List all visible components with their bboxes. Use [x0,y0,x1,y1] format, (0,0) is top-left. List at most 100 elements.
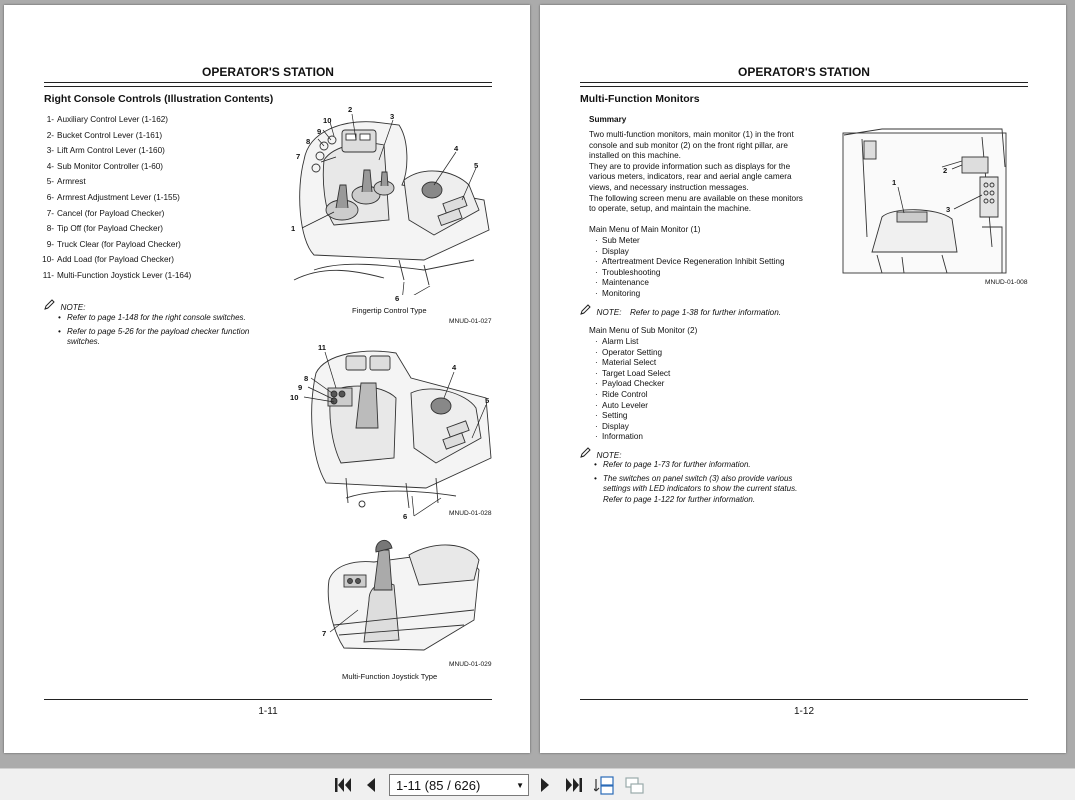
footer-rule [44,699,492,700]
callout-4: 4 [454,144,459,153]
note-block: NOTE: Refer to page 1-38 for further inf… [580,302,781,320]
item-label: Auxiliary Control Lever (1-162) [57,115,169,124]
menu-item: Display [590,247,785,258]
list-item: 8-Tip Off (for Payload Checker) [40,221,191,237]
next-page-icon [541,778,549,792]
summary-line: views, and necessary instruction message… [589,182,749,192]
single-view-icon [625,777,644,794]
menu-item: Display [590,422,670,433]
summary-line: The following screen menu are available … [589,193,803,203]
viewer-toolbar: 1-11 (85 / 626) ▼ [0,768,1075,800]
item-label: Armrest [57,177,86,187]
note-pencil-icon [580,445,592,463]
callout-3: 3 [946,205,950,214]
menu-item: Material Select [590,358,670,369]
callout-6: 6 [395,294,400,303]
page-number: 1-11 [258,706,278,717]
first-page-button[interactable] [332,774,354,796]
note-item: Refer to page 5-26 for the payload check… [58,327,258,348]
callout-5: 5 [485,396,490,405]
page-select[interactable]: 1-11 (85 / 626) ▼ [389,774,529,796]
continuous-view-icon [594,776,614,795]
list-item: 6-Armrest Adjustment Lever (1-155) [40,190,191,206]
item-label: Sub Monitor Controller (1-60) [57,161,164,171]
note-pencil-icon [580,302,592,320]
summary-line: to operate, setup, and maintain the mach… [589,204,752,214]
summary-line: various meters, indicators, rear and aer… [589,172,792,182]
menu-item: Sub Meter [590,236,785,247]
callout-11: 11 [318,343,327,352]
summary-line: console and sub monitor (2) on the front… [589,140,788,150]
callout-2: 2 [348,105,352,114]
item-number: 2- [46,130,54,140]
list-item: 1-Auxiliary Control Lever (1-162) [40,112,191,128]
previous-page-button[interactable] [360,774,382,796]
item-label: Tip Off (for Payload Checker) [57,224,164,234]
item-label: Add Load (for Payload Checker) [57,255,174,265]
list-item: 5-Armrest [40,174,191,190]
callout-9: 9 [298,383,302,392]
figure-caption: Multi-Function Joystick Type [342,672,438,681]
sub-menu-list: Alarm ListOperator SettingMaterial Selec… [590,337,670,443]
callout-8: 8 [306,137,310,146]
figure-code: MNUD-01-029 [449,661,492,668]
note-item: The switches on panel switch (3) also pr… [594,474,799,506]
section-title: Multi-Function Monitors [580,93,700,105]
menu-item: Aftertreatment Device Regeneration Inhib… [590,257,785,268]
page-header: OPERATOR'S STATION [738,65,870,79]
list-item: 2-Bucket Control Lever (1-161) [40,128,191,144]
main-menu-title: Main Menu of Main Monitor (1) [589,225,701,234]
last-page-button[interactable] [563,774,585,796]
callout-3: 3 [390,112,394,121]
note-item: Refer to page 1-148 for the right consol… [58,313,258,324]
figure-caption: Fingertip Control Type [352,306,427,315]
callout-10: 10 [323,116,331,125]
continuous-view-button[interactable] [594,774,616,796]
item-number: 4- [46,161,54,171]
item-number: 8- [46,224,54,234]
summary-title: Summary [589,115,627,124]
fingertip-control-illustration: 1 2 3 4 5 7 8 9 10 [284,100,492,295]
menu-item: Ride Control [590,390,670,401]
menu-item: Troubleshooting [590,268,785,279]
summary-text: Two multi-function monitors, main monito… [589,130,819,215]
menu-item: Information [590,432,670,443]
first-page-icon [335,778,351,792]
figure-code: MNUD-01-028 [449,510,492,517]
list-item: 4-Sub Monitor Controller (1-60) [40,159,191,175]
item-number: 6- [46,192,54,202]
summary-line: Two multi-function monitors, main monito… [589,130,794,139]
menu-item: Setting [590,411,670,422]
header-rule-thin [44,86,492,87]
left-page: OPERATOR'S STATION Right Console Control… [4,5,530,753]
callout-7: 7 [296,152,300,161]
note-item: Refer to page 1-73 for further informati… [594,460,799,471]
page-number: 1-12 [793,706,814,717]
note-pencil-icon [44,297,56,315]
item-label: Multi-Function Joystick Lever (1-164) [57,270,192,280]
callout-1: 1 [892,178,897,187]
main-menu-list: Sub MeterDisplayAftertreatment Device Re… [590,236,785,300]
callout-2: 2 [943,166,947,175]
header-rule [44,82,492,83]
menu-item: Monitoring [590,289,785,300]
note-label: NOTE: [60,303,86,313]
footer-rule [580,699,1028,700]
sub-menu-title: Main Menu of Sub Monitor (2) [589,326,698,335]
summary-line: They are to provide information such as … [589,161,791,171]
note-list: Refer to page 1-73 for further informati… [594,460,799,508]
header-rule-thin [580,86,1028,87]
item-number: 10- [42,255,54,265]
note-label: NOTE: [596,451,622,461]
item-number: 3- [46,146,54,156]
callout-10: 10 [290,393,298,402]
console-illustration: 11 8 9 10 4 5 [286,338,492,518]
callout-8: 8 [304,374,308,383]
next-page-button[interactable] [534,774,556,796]
list-item: 10-Add Load (for Payload Checker) [40,252,191,268]
callout-1: 1 [291,224,296,233]
single-view-button[interactable] [623,774,645,796]
list-item: 11-Multi-Function Joystick Lever (1-164) [40,268,191,284]
page-select-value: 1-11 (85 / 626) [396,778,481,793]
item-label: Truck Clear (for Payload Checker) [57,239,181,249]
